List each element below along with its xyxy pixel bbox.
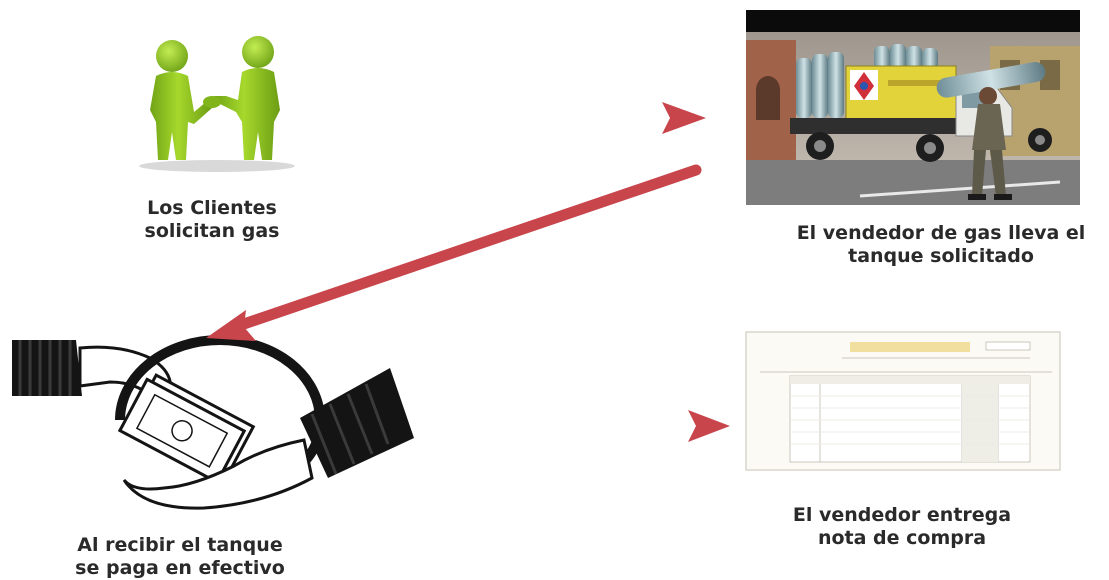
step3-caption-line1: Al recibir el tanque [77,534,283,556]
arrow-step3-to-step4 [454,410,730,442]
gas-truck-photo [746,10,1080,205]
step1-caption-line1: Los Clientes [147,197,277,219]
purchase-receipt-form [745,331,1061,471]
arrow-step2-to-step3 [206,164,702,341]
cash-payment-hands-icon [12,335,414,510]
arrow-step1-to-step2 [339,102,706,134]
step4-caption: El vendedor entrega nota de compra [752,504,1052,550]
step2-caption: El vendedor de gas lleva el tanque solic… [776,222,1106,268]
step3-caption: Al recibir el tanque se paga en efectivo [32,534,328,580]
step4-caption-line1: El vendedor entrega [792,504,1012,526]
step1-caption-line2: solicitan gas [144,220,280,242]
step2-caption-line2: tanque solicitado [848,245,1034,267]
step2-caption-line1: El vendedor de gas lleva el [796,222,1086,244]
step3-caption-line2: se paga en efectivo [75,557,285,579]
handshake-figures-icon [139,36,295,172]
step4-caption-line2: nota de compra [817,527,987,549]
step1-caption: Los Clientes solicitan gas [92,197,332,243]
